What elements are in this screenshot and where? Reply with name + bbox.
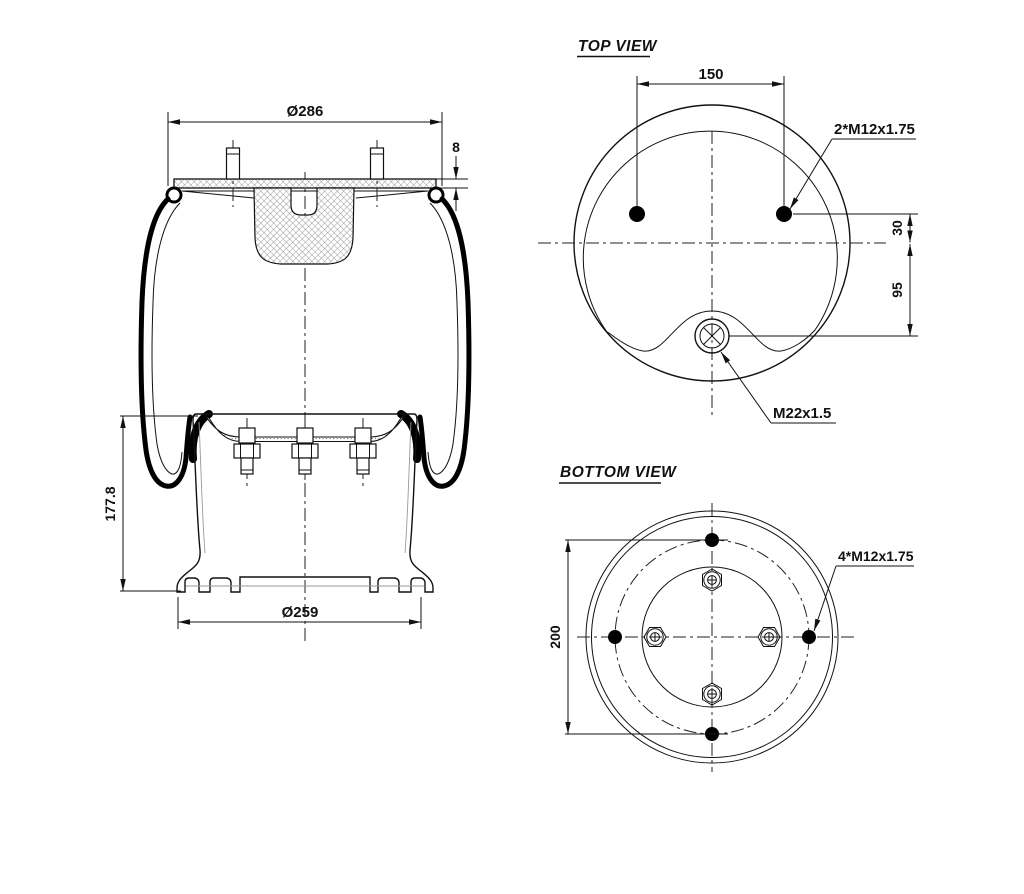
bolt-thread-callout: 4*M12x1.75: [813, 548, 914, 632]
hex-nut: [702, 682, 722, 706]
dim-stud-offset-label: 30: [889, 220, 905, 236]
dim-port-offset-label: 95: [889, 282, 905, 298]
piston: [176, 413, 434, 593]
stud-hole: [776, 206, 792, 222]
dim-bolt-spacing: 200: [547, 539, 728, 735]
lower-studs: [233, 418, 377, 487]
piston-dish: [204, 414, 406, 443]
mount-hole: [608, 630, 622, 644]
port-thread-callout: M22x1.5: [720, 351, 836, 424]
left-bead-ring: [165, 186, 183, 204]
lower-stud: [349, 418, 377, 487]
top-stud: [225, 147, 241, 180]
hex-nut: [702, 568, 722, 592]
dim-height: 177.8: [102, 415, 198, 592]
mount-hole: [802, 630, 816, 644]
lower-stud: [291, 418, 319, 487]
lower-stud: [233, 418, 261, 487]
air-port: [694, 318, 730, 354]
bolt-thread-label: 4*M12x1.75: [838, 548, 914, 564]
side-view: Ø286 8 177.8 Ø259: [102, 103, 472, 642]
stud-hole: [629, 206, 645, 222]
bumper: [253, 187, 355, 265]
dim-stud-spacing-label: 150: [698, 66, 723, 83]
dim-top-diameter: Ø286: [167, 103, 443, 186]
top-view: TOP VIEW 150 2*M12x1.75: [538, 38, 918, 424]
dim-bolt-spacing-label: 200: [547, 625, 563, 649]
top-stud: [369, 147, 385, 180]
stud-thread-label: 2*M12x1.75: [834, 121, 915, 138]
hex-nut: [757, 627, 781, 647]
dim-plate-thickness: 8: [434, 139, 468, 211]
dim-plate-thickness-label: 8: [452, 139, 460, 155]
top-studs: [225, 140, 385, 207]
dim-bottom-diameter: Ø259: [177, 597, 422, 629]
stud-thread-callout: 2*M12x1.75: [789, 121, 916, 210]
top-view-title: TOP VIEW: [578, 38, 658, 55]
top-plate-inner-contour: [582, 130, 838, 352]
bottom-view: BOTTOM VIEW: [547, 464, 914, 772]
dim-height-label: 177.8: [102, 486, 118, 521]
dim-top-diameter-label: Ø286: [287, 103, 324, 120]
piston-base-outline-inner: [591, 516, 833, 758]
dim-stud-spacing: 150: [636, 66, 785, 206]
port-thread-label: M22x1.5: [773, 405, 831, 422]
bottom-view-title: BOTTOM VIEW: [560, 464, 677, 481]
dim-bottom-diameter-label: Ø259: [282, 604, 319, 621]
hex-nut: [643, 627, 667, 647]
dim-offsets: 30 95: [729, 213, 918, 337]
